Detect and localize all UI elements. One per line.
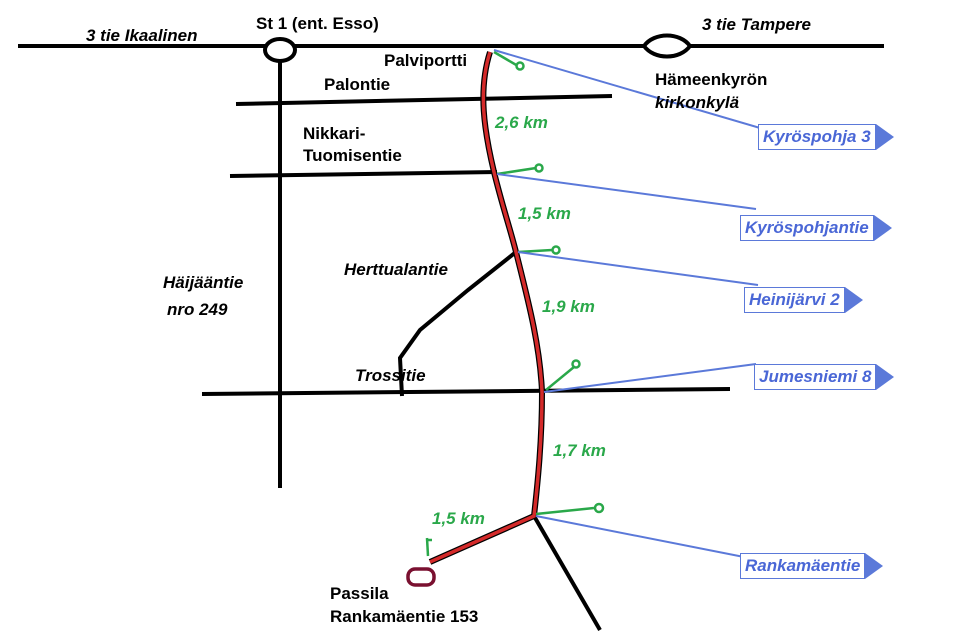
pointer-kyrospohja [493,49,761,129]
sign-kyrospohjantie-label: Kyröspohjantie [740,215,874,241]
sign-kyrospohja-label: Kyröspohja 3 [758,124,876,150]
label-nikkari-1: Nikkari- [303,124,366,143]
label-palviportti: Palviportti [384,51,468,70]
signpost-1 [493,50,519,68]
label-highway-west: 3 tie Ikaalinen [86,26,198,45]
sign-heinijarvi: Heinijärvi 2 [744,287,863,313]
label-highway-east: 3 tie Tampere [702,15,811,34]
signpost-5 [535,506,595,516]
label-herttualantie: Herttualantie [344,260,448,279]
distance-5: 1,5 km [432,509,485,528]
distance-4: 1,7 km [553,441,606,460]
palontie-road [235,94,613,106]
pointer-jumesniemi [543,363,757,393]
signpost-1-head [515,61,525,71]
label-hameenkyro-1: Hämeenkyrön [655,70,768,89]
arrow-right-icon [865,553,884,579]
nikkari-road [229,170,498,178]
destination-marker [406,567,436,587]
label-haijaantie-2: nro 249 [167,300,228,319]
sign-rankamaentie-label: Rankamäentie [740,553,866,579]
arrow-right-icon [875,124,894,150]
label-palontie: Palontie [324,75,391,94]
sign-kyrospohjantie: Kyröspohjantie [740,215,892,241]
distance-3: 1,9 km [542,297,595,316]
signpost-3-head [551,245,561,255]
destination-address: Rankamäentie 153 [330,607,479,626]
arrow-right-icon [876,364,895,390]
south-road [532,514,602,632]
signpost-4-head [571,359,581,369]
sign-kyrospohja: Kyröspohja 3 [758,124,894,150]
signpost-3 [517,248,553,254]
distance-2: 1,5 km [518,204,571,223]
distance-1: 2,6 km [495,113,548,132]
sign-jumesniemi-label: Jumesniemi 8 [754,364,877,390]
pointer-rankamaentie [535,515,745,558]
signpost-2-head [534,163,544,173]
signpost-2 [496,166,537,176]
sign-heinijarvi-label: Heinijärvi 2 [744,287,845,313]
label-hameenkyro-2: kirkonkylä [655,93,740,112]
trossitie-road [201,387,731,396]
label-trossitie: Trossitie [355,366,426,385]
arrow-right-icon [873,215,892,241]
pointer-heinijarvi [517,251,759,286]
sign-jumesniemi: Jumesniemi 8 [754,364,895,390]
label-haijaantie-1: Häijääntie [163,273,244,292]
label-nikkari-2: Tuomisentie [303,146,402,165]
signpost-5-head [593,502,605,514]
arrow-right-icon [844,287,863,313]
junction-st1-marker [263,37,297,63]
label-junction: St 1 (ent. Esso) [256,14,379,33]
herttualantie-road [397,250,518,397]
destination-name: Passila [330,584,389,603]
route-line [429,51,544,564]
pointer-kyrospohjantie [496,173,757,210]
sign-rankamaentie: Rankamäentie [740,553,884,579]
signpost-4 [545,366,575,391]
junction-tampere-marker [641,33,693,59]
